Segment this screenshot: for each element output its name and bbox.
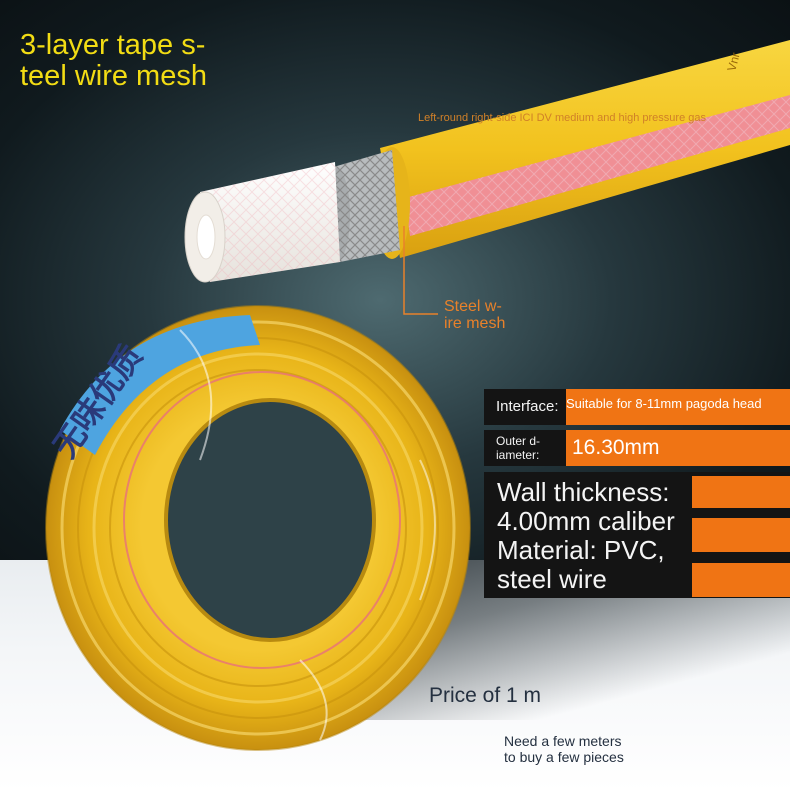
wall-thickness-line-2: 4.00mm caliber bbox=[497, 506, 675, 536]
hose-usage-note: Left-round right-side ICI DV medium and … bbox=[418, 112, 706, 124]
wall-thickness-swatch-3 bbox=[692, 563, 790, 597]
outer-diameter-label: Outer d- iameter: bbox=[484, 430, 568, 466]
hose-coil: 无味优质 bbox=[45, 305, 471, 751]
wall-thickness-swatch-2 bbox=[692, 518, 790, 552]
headline-line-1: 3-layer tape s- bbox=[20, 29, 206, 61]
outer-diameter-label-line-1: Outer d- bbox=[496, 434, 541, 448]
callout-leader-line bbox=[403, 226, 438, 315]
headline: 3-layer tape s- teel wire mesh bbox=[20, 30, 207, 92]
callout-line-2: ire mesh bbox=[444, 315, 506, 332]
purchase-note-line-1: Need a few meters bbox=[504, 733, 622, 749]
outer-diameter-value: 16.30mm bbox=[566, 430, 790, 466]
coil-label-band bbox=[60, 315, 260, 455]
hose-brand-print: Vnr bbox=[724, 51, 742, 73]
interface-label: Interface: bbox=[484, 389, 568, 425]
purchase-note: Need a few meters to buy a few pieces bbox=[504, 733, 624, 765]
material-line-2: steel wire bbox=[497, 564, 607, 594]
wall-thickness-line-1: Wall thickness: bbox=[497, 477, 670, 507]
steel-mesh-callout: Steel w- ire mesh bbox=[444, 298, 505, 332]
interface-value: Suitable for 8-11mm pagoda head bbox=[566, 389, 790, 425]
wall-thickness-text: Wall thickness: 4.00mm caliber Material:… bbox=[497, 478, 675, 594]
purchase-note-line-2: to buy a few pieces bbox=[504, 749, 624, 765]
price-label: Price of 1 m bbox=[429, 684, 542, 707]
headline-line-2: teel wire mesh bbox=[20, 60, 207, 92]
callout-line-1: Steel w- bbox=[444, 298, 502, 315]
wall-thickness-swatch-1 bbox=[692, 476, 790, 508]
material-line-1: Material: PVC, bbox=[497, 535, 665, 565]
hose-cross-section: Vnr bbox=[184, 40, 790, 283]
outer-diameter-label-line-2: iameter: bbox=[496, 448, 540, 462]
